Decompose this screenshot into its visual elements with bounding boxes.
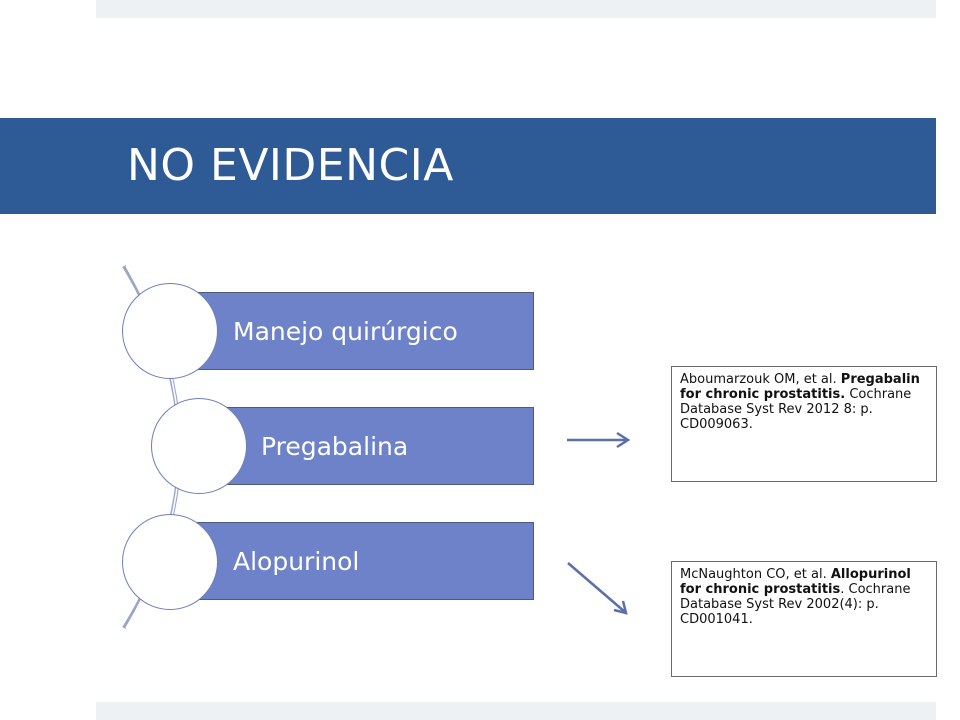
item-label: Manejo quirúrgico (233, 316, 458, 346)
item-label: Pregabalina (261, 431, 409, 461)
reference-authors: McNaughton CO, et al. (680, 567, 827, 582)
reference-pregabalin: Aboumarzouk OM, et al. Pregabalin for ch… (671, 366, 937, 482)
reference-authors: Aboumarzouk OM, et al. (680, 372, 837, 387)
item-circle-2 (151, 398, 247, 494)
slide-title: NO EVIDENCIA (127, 140, 454, 191)
reference-title: Allopurinol for chronic prostatitis (680, 567, 911, 597)
arrow-right (567, 431, 631, 449)
item-circle-3 (122, 514, 218, 610)
bottom-strip (96, 702, 936, 720)
item-pregabalina: Pregabalina (208, 407, 534, 485)
arrow-down-right (567, 562, 628, 615)
title-bar (0, 118, 936, 214)
reference-source: . Cochrane Database Syst Rev 2002(4): p.… (680, 582, 911, 627)
item-label: Alopurinol (233, 546, 360, 576)
item-circle-1 (122, 283, 218, 379)
item-alopurinol: Alopurinol (180, 522, 534, 600)
item-manejo-quirurgico: Manejo quirúrgico (180, 292, 534, 370)
top-strip (96, 0, 936, 18)
reference-title: Pregabalin for chronic prostatitis. (680, 372, 920, 402)
reference-allopurinol: McNaughton CO, et al. Allopurinol for ch… (671, 561, 937, 677)
reference-source: Cochrane Database Syst Rev 2012 8: p. CD… (680, 387, 912, 432)
